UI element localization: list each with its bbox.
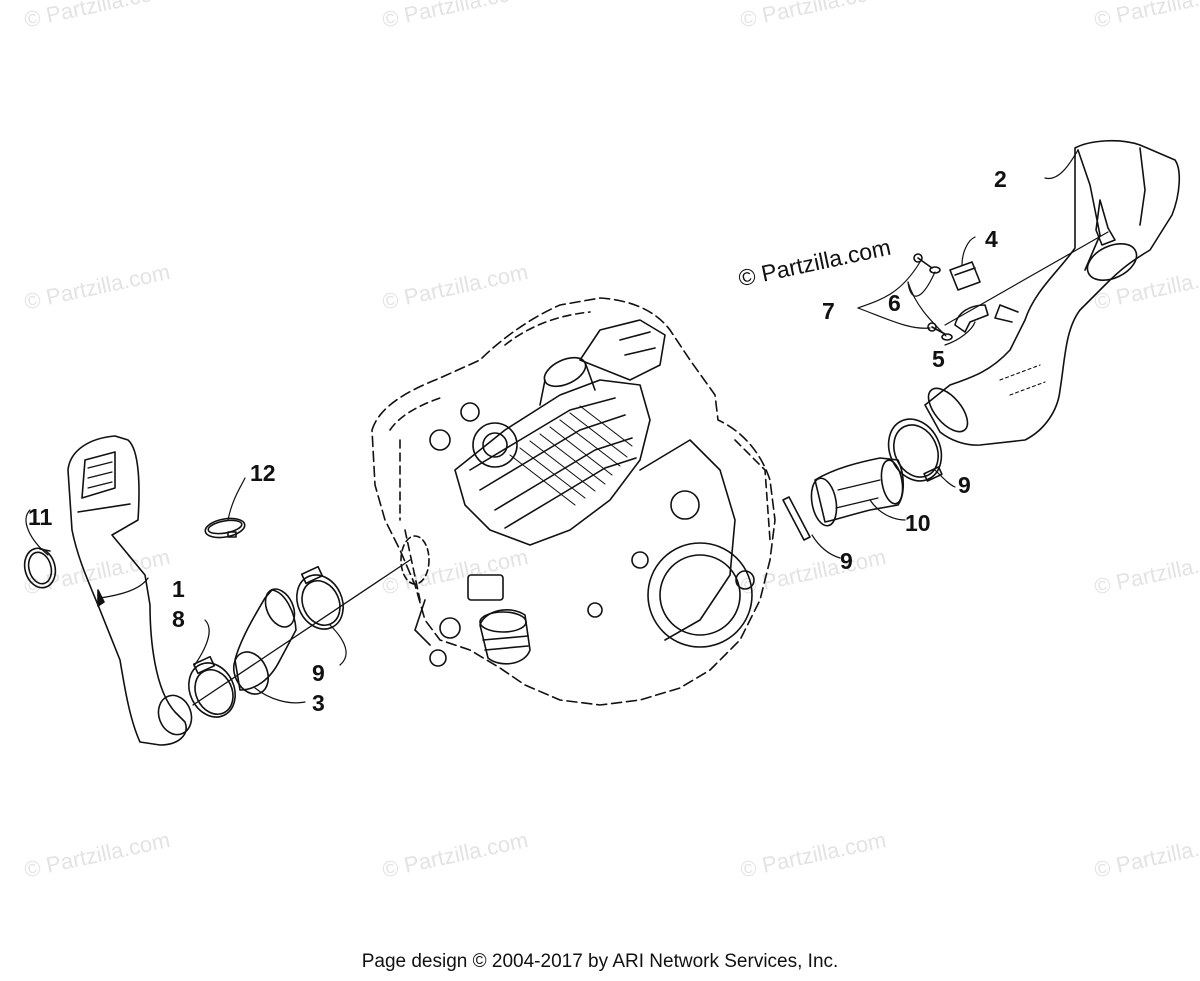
callout-12: 12	[250, 460, 276, 486]
callout-7: 7	[822, 298, 835, 324]
part-5-bracket	[954, 304, 989, 333]
part-2-intake-duct	[924, 139, 1181, 446]
callout-4: 4	[985, 226, 998, 252]
part-9-clamp-right	[887, 418, 943, 482]
part-12-clamp	[204, 517, 246, 539]
part-4-clip	[949, 261, 981, 291]
callout-3: 3	[312, 690, 325, 716]
callout-8: 8	[172, 606, 185, 632]
part-8-hose-clamp	[188, 655, 236, 718]
part-3-boot	[232, 588, 297, 695]
part-6-washers	[929, 266, 953, 341]
part-9-strap	[782, 496, 811, 541]
callout-9-right: 9	[958, 472, 971, 498]
callout-11: 11	[28, 504, 53, 530]
callout-2: 2	[994, 166, 1007, 192]
leader-lines	[25, 149, 1079, 704]
callout-9-left: 9	[312, 660, 325, 686]
copyright-footer: Page design © 2004-2017 by ARI Network S…	[361, 951, 839, 972]
callout-6: 6	[888, 290, 901, 316]
part-10-boot	[810, 457, 905, 527]
callout-5: 5	[932, 346, 945, 372]
part-11-clamp	[23, 547, 57, 589]
callout-10: 10	[905, 510, 931, 536]
callout-9-strap: 9	[840, 548, 853, 574]
assembly-guide-line	[192, 559, 411, 706]
part-7-screws	[913, 253, 946, 335]
part-9-clamp-left	[296, 565, 344, 630]
engine-assembly	[371, 297, 776, 706]
callout-1: 1	[172, 576, 185, 602]
part-1-intake-duct	[67, 435, 193, 746]
